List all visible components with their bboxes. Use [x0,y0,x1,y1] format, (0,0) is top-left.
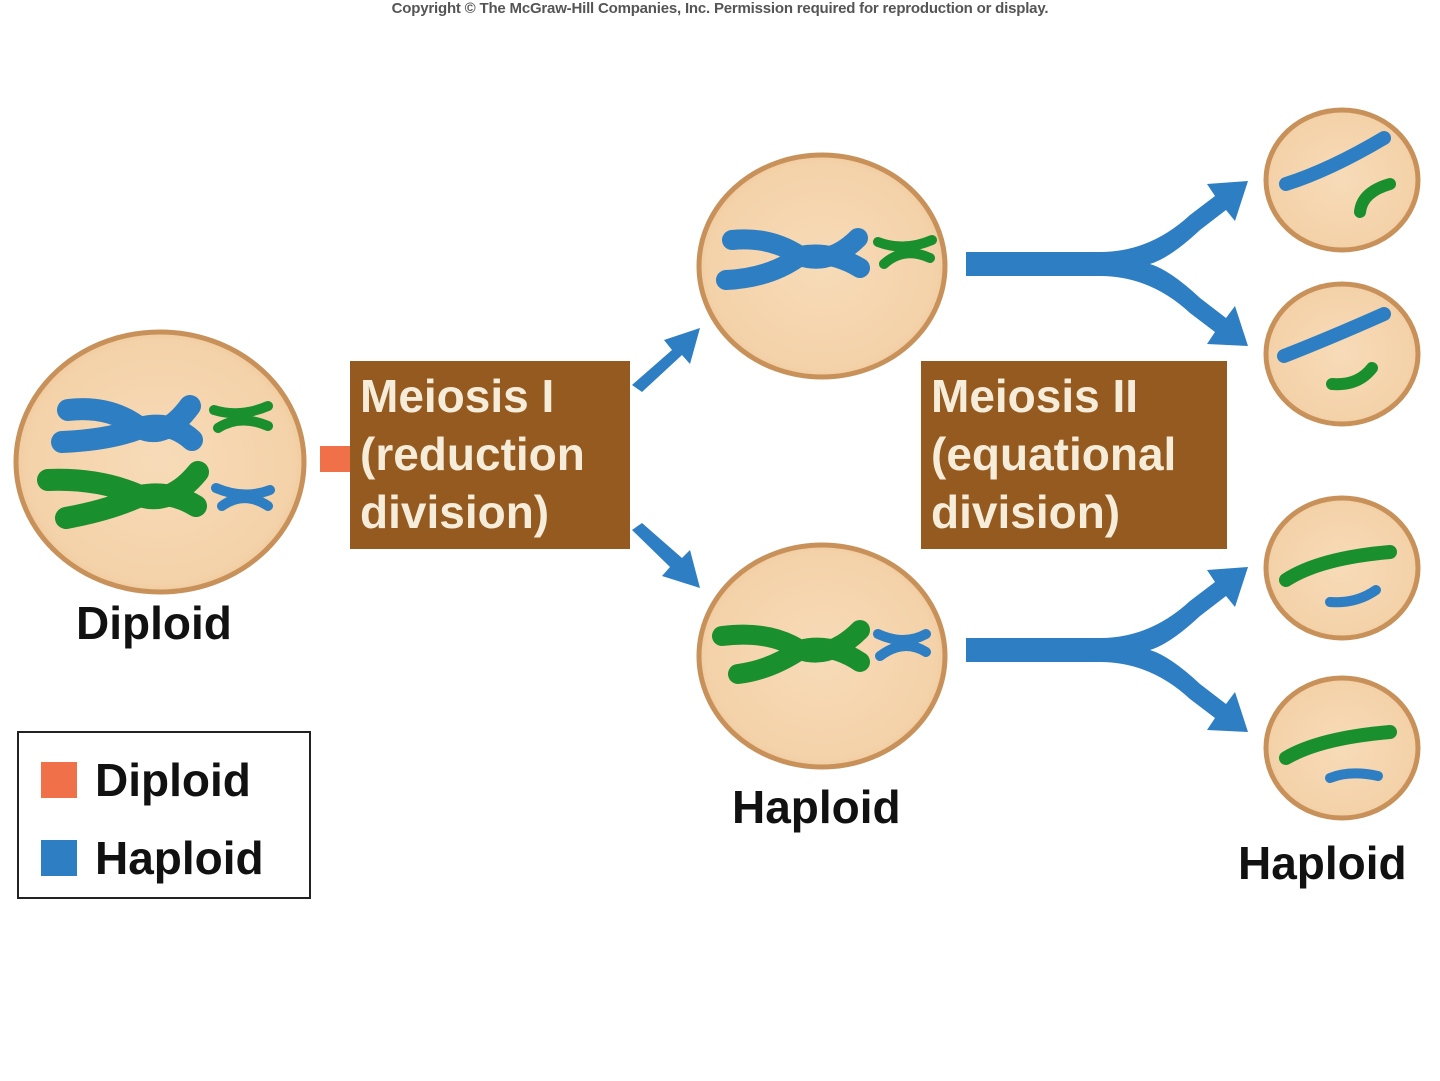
gamete-cell-2 [1263,281,1421,427]
meiosis1-title: Meiosis I [360,370,555,422]
chromosome-green [1279,545,1397,587]
haploid-swatch [41,840,77,876]
haploid-cell-bottom [696,542,948,770]
meiosis2-subtitle-1: (equational [931,428,1177,480]
chromosome-green [1326,362,1378,391]
meiosis1-subtitle-1: (reduction [360,428,585,480]
diploid-swatch [41,762,77,798]
legend-label-diploid: Diploid [95,754,251,806]
legend-item-haploid: Haploid [41,831,264,885]
label-diploid-cell: Diploid [76,597,232,649]
meiosis2-arrow-bottom [966,567,1248,732]
gamete-cell-1 [1263,107,1421,253]
chromosome-blue-large [51,395,203,453]
chromosome-blue-small [211,483,275,511]
chromosome-green [1354,178,1396,218]
meiosis2-title: Meiosis II [931,370,1139,422]
label-haploid-middle: Haploid [732,781,901,833]
label-haploid-right: Haploid [1238,837,1407,889]
chromosome-green [1279,725,1397,765]
meiosis2-arrow-top [966,181,1248,346]
diploid-connector [320,446,352,472]
meiosis1-arrow-up [632,328,700,392]
chromosome-green-small [873,235,937,269]
haploid-cell-top [696,152,948,380]
chromosome-green-small [209,401,273,433]
gamete-cell-4 [1263,675,1421,821]
legend: Diploid Haploid [17,731,311,899]
legend-item-diploid: Diploid [41,753,251,807]
chromosome-blue [1325,585,1381,608]
copyright-notice: Copyright © The McGraw-Hill Companies, I… [391,0,1049,17]
diploid-cell [13,329,307,595]
chromosome-blue [1325,768,1383,783]
chromosome-blue [1277,307,1391,363]
chromosome-green-large [37,461,209,529]
legend-label-haploid: Haploid [95,832,264,884]
chromosome-blue [1279,131,1391,191]
meiosis2-box: Meiosis II (equational division) [921,361,1227,549]
meiosis2-subtitle-2: division) [931,486,1121,538]
meiosis1-arrow-down [632,523,700,588]
chromosome-blue-large [716,228,870,290]
meiosis1-box: Meiosis I (reduction division) [350,361,630,549]
chromosome-green-large [712,620,870,684]
chromosome-blue-small [873,629,931,661]
meiosis1-subtitle-2: division) [360,486,550,538]
gamete-cell-3 [1263,495,1421,641]
